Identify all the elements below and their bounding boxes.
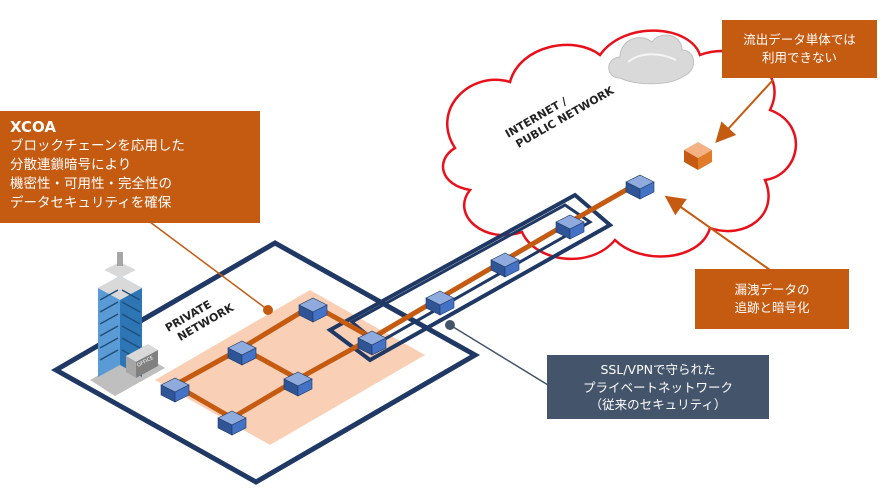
ssl-connector bbox=[445, 320, 549, 386]
network-node bbox=[160, 377, 190, 403]
network-node bbox=[283, 371, 313, 397]
office-building: OFFICE bbox=[90, 252, 165, 396]
xcoa-title: XCOA bbox=[10, 118, 56, 136]
ssl-callout: SSL/VPNで守られた プライベートネットワーク （従来のセキュリティ） bbox=[547, 355, 769, 419]
network-node bbox=[425, 290, 455, 316]
leak-callout: 漏洩データの 追跡と暗号化 bbox=[695, 269, 849, 329]
ssl-line: プライベートネットワーク bbox=[582, 379, 733, 395]
network-node bbox=[625, 174, 655, 200]
leak-line: 漏洩データの bbox=[734, 282, 810, 297]
network-node bbox=[227, 340, 257, 366]
ssl-line: SSL/VPNで守られた bbox=[600, 362, 716, 377]
outflow-callout: 流出データ単体では 利用できない bbox=[722, 20, 877, 78]
network-node bbox=[357, 330, 387, 356]
outflow-arrow bbox=[715, 79, 774, 143]
network-node bbox=[555, 214, 585, 240]
network-nodes bbox=[160, 174, 655, 436]
xcoa-line: データセキュリティを確保 bbox=[10, 195, 172, 211]
leak-arrow bbox=[664, 195, 771, 271]
internet-cloud bbox=[441, 29, 798, 261]
outflow-line: 流出データ単体では bbox=[743, 32, 856, 47]
xcoa-connector bbox=[149, 221, 273, 315]
network-node bbox=[217, 410, 247, 436]
xcoa-line: ブロックチェーンを応用した bbox=[10, 138, 185, 154]
xcoa-line: 機密性・可用性・完全性の bbox=[10, 176, 172, 192]
leak-line: 追跡と暗号化 bbox=[734, 300, 810, 315]
xcoa-callout: XCOA ブロックチェーンを応用した 分散連鎖暗号により 機密性・可用性・完全性… bbox=[0, 111, 260, 223]
outflow-line: 利用できない bbox=[761, 50, 837, 65]
network-node bbox=[298, 297, 328, 323]
leaked-data-cube bbox=[684, 142, 712, 170]
ssl-line: （従来のセキュリティ） bbox=[589, 397, 727, 412]
cloud-icon bbox=[608, 34, 694, 85]
network-node bbox=[490, 252, 520, 278]
xcoa-line: 分散連鎖暗号により bbox=[10, 157, 132, 173]
